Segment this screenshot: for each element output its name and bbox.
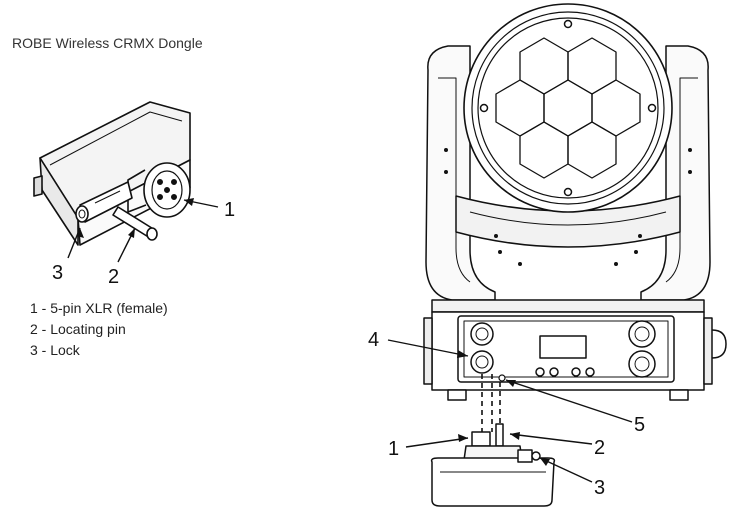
fixture-callout-4: 4 [368, 329, 379, 351]
fixture-arrowheads [457, 350, 550, 466]
dongle-callout-1: 1 [224, 199, 235, 221]
dongle-callout-3: 3 [52, 262, 63, 284]
legend-item-lock: 3 - Lock [30, 342, 80, 358]
fixture-callout-1: 1 [388, 438, 399, 460]
diagram-title: ROBE Wireless CRMX Dongle [12, 35, 203, 51]
insertion-guides [481, 374, 501, 432]
dongle-illustration [33, 101, 191, 246]
dongle-small-illustration [430, 423, 556, 507]
legend-item-locating-pin: 2 - Locating pin [30, 321, 126, 337]
fixture-illustration [423, 3, 727, 401]
dongle-arrowhead-3 [77, 228, 84, 238]
fixture-callout-2: 2 [594, 437, 605, 459]
dongle-callout-2: 2 [108, 266, 119, 288]
dongle-arrowhead-2 [128, 228, 135, 238]
fixture-leader-lines [387, 339, 633, 483]
fixture-callout-3: 3 [594, 477, 605, 499]
legend-item-xlr: 1 - 5-pin XLR (female) [30, 300, 168, 316]
fixture-callout-5: 5 [634, 414, 645, 436]
dongle-arrowhead-1 [184, 198, 194, 206]
legend: 1 - 5-pin XLR (female) 2 - Locating pin … [30, 298, 168, 361]
